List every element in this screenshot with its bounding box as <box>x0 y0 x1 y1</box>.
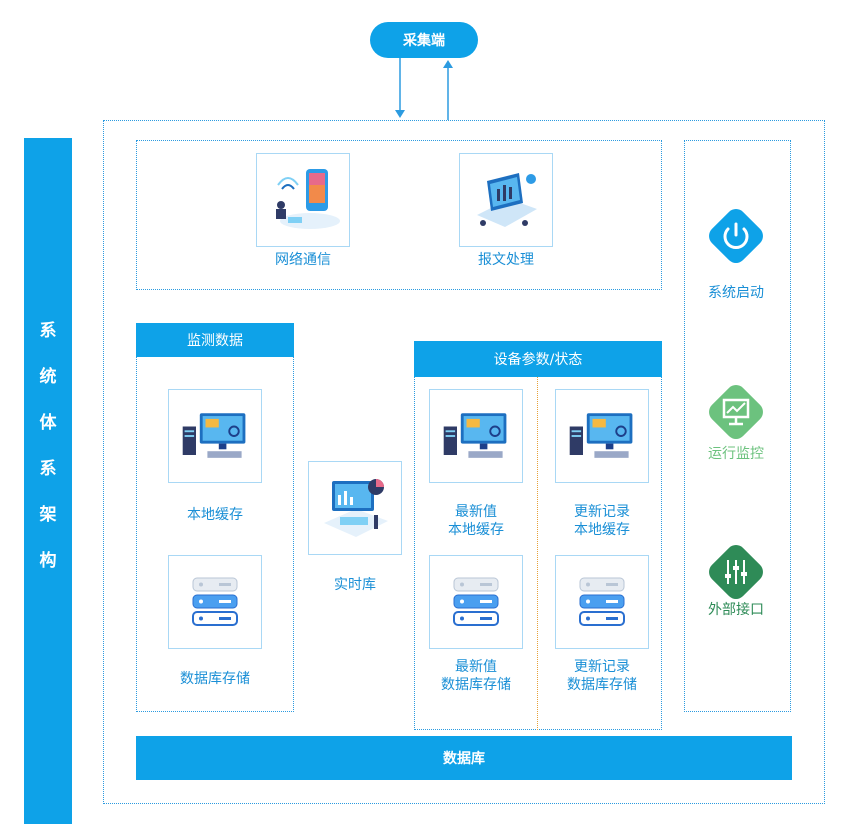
message-icon <box>477 173 537 227</box>
update-db-label: 更新记录 数据库存储 <box>542 658 662 694</box>
latest-db-line1: 最新值 <box>455 659 497 675</box>
update-cache-label: 更新记录 本地缓存 <box>542 503 662 539</box>
monitor-icon[interactable] <box>704 380 768 444</box>
update-cache-line2: 本地缓存 <box>574 522 630 538</box>
power-icon[interactable] <box>704 204 768 268</box>
computer-icon <box>177 406 253 466</box>
network-illustration <box>256 153 350 247</box>
realtime-dashboard-icon <box>324 479 388 537</box>
side-title-char: 体 <box>39 413 57 433</box>
local-cache-label: 本地缓存 <box>187 507 243 523</box>
side-title-char: 统 <box>39 367 57 387</box>
update-db-line1: 更新记录 <box>574 659 630 675</box>
start-label: 系统启动 <box>708 285 764 301</box>
database-bar: 数据库 <box>136 736 792 780</box>
local-cache-tile <box>168 389 262 483</box>
system-container <box>103 120 825 804</box>
message-label: 报文处理 <box>478 252 534 268</box>
side-title-bar: 系 统 体 系 架 构 <box>24 138 72 824</box>
server-icon <box>446 572 506 632</box>
device-header: 设备参数/状态 <box>414 341 662 377</box>
latest-cache-label: 最新值 本地缓存 <box>416 503 536 539</box>
side-title-char: 架 <box>39 505 57 525</box>
device-divider <box>537 377 538 730</box>
network-label: 网络通信 <box>275 252 331 268</box>
computer-icon <box>438 406 514 466</box>
latest-cache-tile <box>429 389 523 483</box>
computer-icon <box>564 406 640 466</box>
collector-arrows <box>395 58 453 120</box>
monitor-data-header: 监测数据 <box>136 323 294 357</box>
monitor-label: 运行监控 <box>708 446 764 462</box>
realtime-label: 实时库 <box>334 577 376 593</box>
side-title-char: 构 <box>39 551 57 571</box>
latest-db-label: 最新值 数据库存储 <box>416 658 536 694</box>
external-interface-icon[interactable] <box>704 540 768 604</box>
server-icon <box>572 572 632 632</box>
latest-cache-line2: 本地缓存 <box>448 522 504 538</box>
server-icon <box>185 572 245 632</box>
side-title-char: 系 <box>39 321 57 341</box>
update-db-tile <box>555 555 649 649</box>
network-icon <box>276 169 340 229</box>
message-illustration <box>459 153 553 247</box>
db-storage-label: 数据库存储 <box>180 671 250 687</box>
control-panel <box>684 140 791 712</box>
db-storage-tile <box>168 555 262 649</box>
latest-cache-line1: 最新值 <box>455 504 497 520</box>
external-label: 外部接口 <box>708 602 764 618</box>
side-title-char: 系 <box>39 459 57 479</box>
collector-node: 采集端 <box>370 22 478 58</box>
update-cache-tile <box>555 389 649 483</box>
communication-section <box>136 140 662 290</box>
latest-db-line2: 数据库存储 <box>441 677 511 693</box>
update-cache-line1: 更新记录 <box>574 504 630 520</box>
realtime-tile <box>308 461 402 555</box>
latest-db-tile <box>429 555 523 649</box>
update-db-line2: 数据库存储 <box>567 677 637 693</box>
